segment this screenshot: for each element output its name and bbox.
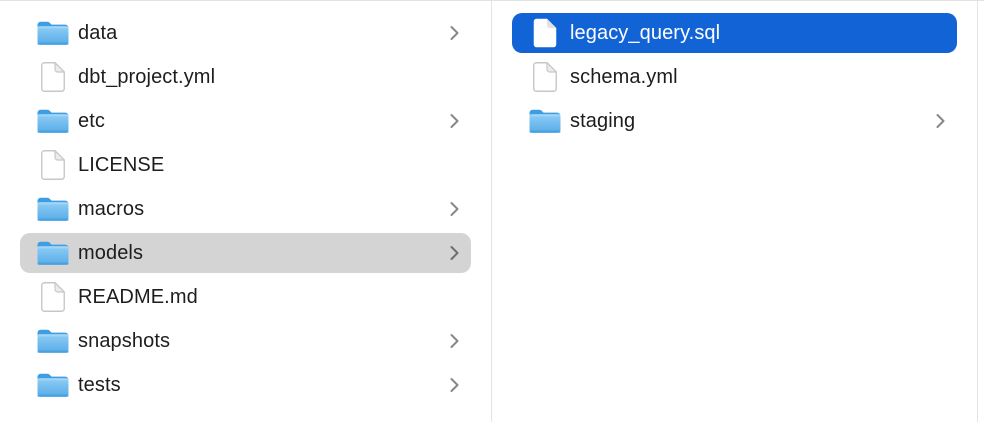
file-label: staging <box>570 109 636 132</box>
selection-highlight <box>512 13 957 53</box>
file-icon-slot <box>528 60 562 94</box>
chevron-right <box>450 333 459 349</box>
file-row[interactable]: dbt_project.yml <box>0 55 491 99</box>
chevron-right <box>450 201 459 217</box>
folder-icon-slot <box>36 324 70 358</box>
file-label: schema.yml <box>570 65 678 88</box>
chevron-right-icon <box>450 246 459 260</box>
folder-icon-slot <box>36 16 70 50</box>
folder-row[interactable]: tests <box>0 363 491 407</box>
file-icon <box>41 282 65 312</box>
chevron-right-icon <box>450 114 459 128</box>
file-icon <box>533 62 557 92</box>
folder-icon <box>37 373 69 397</box>
folder-row[interactable]: snapshots <box>0 319 491 363</box>
file-label: README.md <box>78 285 198 308</box>
file-row[interactable]: legacy_query.sql <box>492 11 977 55</box>
file-icon-slot <box>528 16 562 50</box>
chevron-right <box>450 245 459 261</box>
file-label: snapshots <box>78 329 171 352</box>
chevron-right-icon <box>450 378 459 392</box>
chevron-right <box>450 113 459 129</box>
selection-highlight <box>20 233 471 273</box>
chevron-right <box>936 113 945 129</box>
file-icon-slot <box>36 60 70 94</box>
file-icon <box>533 18 557 48</box>
file-row[interactable]: README.md <box>0 275 491 319</box>
folder-icon-slot <box>36 192 70 226</box>
folder-icon <box>37 21 69 45</box>
folder-icon-slot <box>528 104 562 138</box>
file-label: macros <box>78 197 145 220</box>
folder-icon <box>37 329 69 353</box>
file-column-child: legacy_query.sql schema.yml staging <box>492 1 978 422</box>
folder-row[interactable]: data <box>0 11 491 55</box>
folder-row[interactable]: models <box>0 231 491 275</box>
file-label: data <box>78 21 118 44</box>
file-icon-slot <box>36 148 70 182</box>
file-row[interactable]: schema.yml <box>492 55 977 99</box>
file-column-next <box>978 1 984 422</box>
file-icon <box>41 150 65 180</box>
folder-icon <box>529 109 561 133</box>
folder-icon <box>37 109 69 133</box>
chevron-right <box>450 377 459 393</box>
folder-row[interactable]: etc <box>0 99 491 143</box>
file-label: LICENSE <box>78 153 165 176</box>
folder-row[interactable]: macros <box>0 187 491 231</box>
file-label: tests <box>78 373 121 396</box>
folder-icon <box>37 197 69 221</box>
folder-icon-slot <box>36 368 70 402</box>
file-icon <box>41 62 65 92</box>
file-row[interactable]: LICENSE <box>0 143 491 187</box>
folder-icon-slot <box>36 104 70 138</box>
chevron-right-icon <box>450 26 459 40</box>
file-label: etc <box>78 109 105 132</box>
folder-row[interactable]: staging <box>492 99 977 143</box>
chevron-right <box>450 25 459 41</box>
file-label: dbt_project.yml <box>78 65 216 88</box>
chevron-right-icon <box>450 334 459 348</box>
file-label: models <box>78 241 144 264</box>
chevron-right-icon <box>936 114 945 128</box>
chevron-right-icon <box>450 202 459 216</box>
file-label: legacy_query.sql <box>570 21 721 44</box>
folder-icon <box>37 241 69 265</box>
file-icon-slot <box>36 280 70 314</box>
folder-icon-slot <box>36 236 70 270</box>
